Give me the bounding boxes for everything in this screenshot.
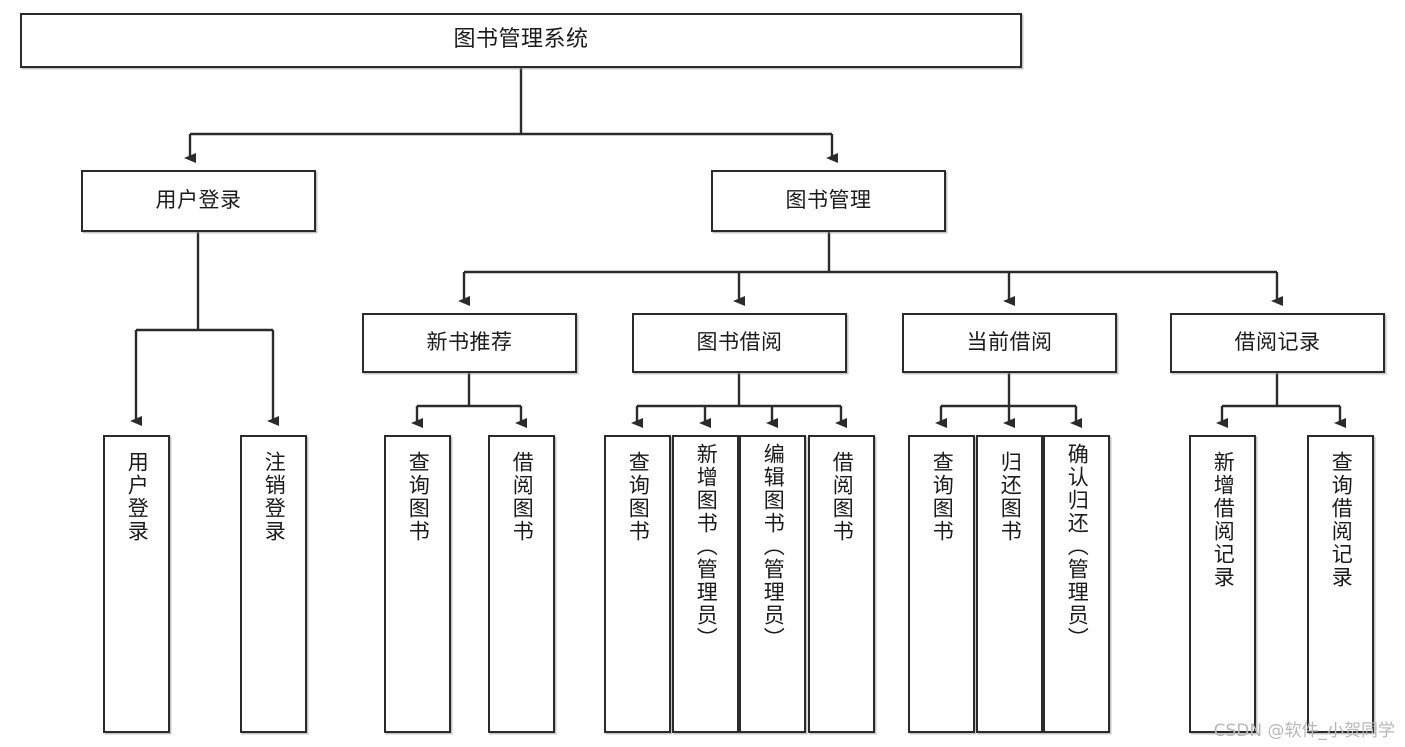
node-label: 查询图书 bbox=[406, 451, 431, 543]
leaf-borrow-book[interactable]: 借阅图书 bbox=[808, 435, 875, 733]
node-label: 图书借阅 bbox=[696, 330, 783, 355]
node-borrow-record[interactable]: 借阅记录 bbox=[1170, 313, 1385, 373]
node-label: 借阅图书 bbox=[510, 451, 535, 543]
node-label: 编辑图书（管理员） bbox=[761, 443, 786, 650]
leaf-user-login[interactable]: 用户登录 bbox=[103, 435, 170, 733]
node-label: 新增图书（管理员） bbox=[694, 443, 719, 650]
node-current-borrow[interactable]: 当前借阅 bbox=[902, 313, 1117, 373]
node-label: 注销登录 bbox=[262, 451, 287, 543]
node-label: 查询图书 bbox=[626, 451, 651, 543]
leaf-borrow-book-recommend[interactable]: 借阅图书 bbox=[488, 435, 555, 733]
node-label: 归还图书 bbox=[998, 451, 1023, 543]
node-label: 新书推荐 bbox=[426, 330, 513, 355]
leaf-add-borrow-record[interactable]: 新增借阅记录 bbox=[1189, 435, 1256, 733]
node-label: 查询借阅记录 bbox=[1329, 451, 1354, 589]
watermark-text: CSDN @软件_小贺同学 bbox=[1213, 721, 1395, 741]
node-label: 借阅记录 bbox=[1234, 330, 1321, 355]
node-label: 查询图书 bbox=[930, 451, 955, 543]
leaf-query-borrow-record[interactable]: 查询借阅记录 bbox=[1307, 435, 1374, 733]
node-root-book-management-system[interactable]: 图书管理系统 bbox=[20, 13, 1022, 68]
leaf-query-book-recommend[interactable]: 查询图书 bbox=[384, 435, 451, 733]
leaf-add-book-admin[interactable]: 新增图书（管理员） bbox=[672, 435, 739, 733]
node-book-borrow[interactable]: 图书借阅 bbox=[632, 313, 847, 373]
node-book-management[interactable]: 图书管理 bbox=[711, 170, 946, 232]
node-label: 新增借阅记录 bbox=[1211, 451, 1236, 589]
node-label: 确认归还（管理员） bbox=[1065, 443, 1090, 650]
node-label: 用户登录 bbox=[125, 451, 150, 543]
node-label: 借阅图书 bbox=[830, 451, 855, 543]
node-label: 图书管理系统 bbox=[453, 27, 589, 53]
node-label: 当前借阅 bbox=[966, 330, 1053, 355]
node-user-login[interactable]: 用户登录 bbox=[81, 170, 316, 232]
leaf-user-logout[interactable]: 注销登录 bbox=[240, 435, 307, 733]
node-label: 用户登录 bbox=[155, 188, 242, 213]
leaf-query-book-borrow[interactable]: 查询图书 bbox=[604, 435, 671, 733]
node-label: 图书管理 bbox=[785, 188, 872, 213]
leaf-edit-book-admin[interactable]: 编辑图书（管理员） bbox=[739, 435, 806, 733]
leaf-confirm-return-admin[interactable]: 确认归还（管理员） bbox=[1043, 435, 1110, 733]
leaf-query-book-current[interactable]: 查询图书 bbox=[908, 435, 975, 733]
leaf-return-book[interactable]: 归还图书 bbox=[976, 435, 1043, 733]
node-new-book-recommend[interactable]: 新书推荐 bbox=[362, 313, 577, 373]
